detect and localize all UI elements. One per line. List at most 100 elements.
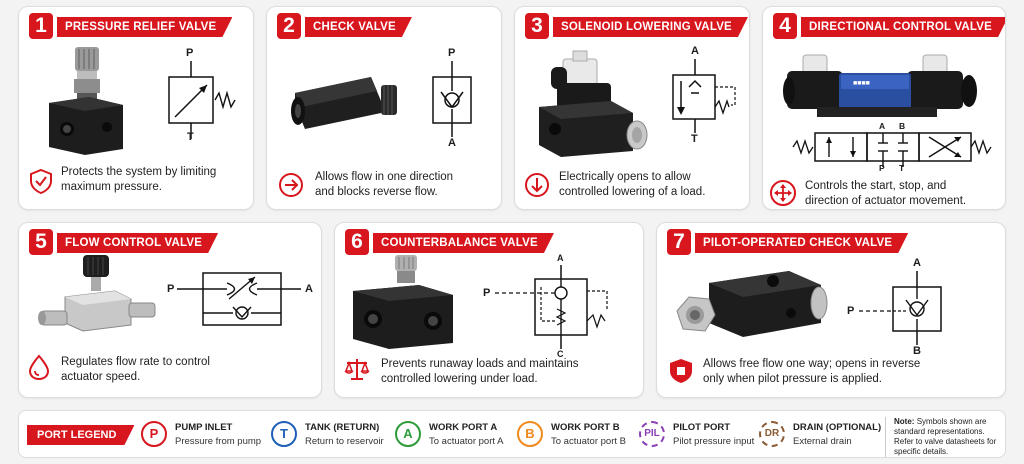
desc-line-2: controlled lowering under load. <box>381 373 538 385</box>
desc-line-1: Allows flow in one direction <box>315 171 454 183</box>
pilot-check-valve-image <box>676 271 828 337</box>
flow-control-valve-image <box>38 255 156 332</box>
legend-item-sub: To actuator port A <box>429 436 504 447</box>
solenoid-lowering-symbol: A T <box>665 43 749 147</box>
pilot-port-icon: PIL <box>639 421 665 447</box>
shield-check-icon <box>30 168 52 195</box>
port-label-bottom: T <box>691 133 698 145</box>
note-label: Note: <box>894 417 915 426</box>
valve-number-badge: 6 <box>345 229 369 255</box>
legend-note: Note: Symbols shown are standard represe… <box>885 417 1001 457</box>
desc-line-2: and blocks reverse flow. <box>315 186 438 198</box>
legend-item-title: TANK (RETURN) <box>305 422 380 433</box>
desc-line-1: Prevents runaway loads and maintains <box>381 358 579 370</box>
port-label-top: P <box>186 47 194 59</box>
valve-number-badge: 3 <box>525 13 549 39</box>
desc-line-1: Allows free flow one way; opens in rever… <box>703 358 921 370</box>
flow-control-symbol: P A <box>167 265 317 331</box>
valve-number-badge: 7 <box>667 229 691 255</box>
drain-port-icon: DR <box>759 421 785 447</box>
port-label-t: T <box>899 163 905 173</box>
legend-item-title: WORK PORT B <box>551 422 620 433</box>
valve-title: CHECK VALVE <box>305 17 412 37</box>
legend-item-sub: To actuator port B <box>551 436 626 447</box>
port-label-top: A <box>557 253 564 263</box>
legend-item-sub: Pilot pressure input <box>673 436 755 447</box>
legend-item-sub: Return to reservoir <box>305 436 384 447</box>
port-label-bottom: A <box>448 137 456 149</box>
valve-description: Regulates flow rate to control actuator … <box>61 355 311 385</box>
port-label-top: P <box>448 47 456 59</box>
droplet-icon <box>28 354 50 381</box>
valve-card-counterbalance: 6 COUNTERBALANCE VALVE A P C <box>334 222 644 398</box>
desc-line-1: Controls the start, stop, and <box>805 180 947 192</box>
valve-title: PRESSURE RELIEF VALVE <box>57 17 232 37</box>
port-label-bottom: C <box>557 349 564 359</box>
move-arrows-icon <box>770 180 796 206</box>
desc-line-1: Regulates flow rate to control <box>61 356 210 368</box>
directional-valve-image: ■■■■ <box>783 54 977 117</box>
valve-card-directional-control: 4 DIRECTIONAL CONTROL VALVE ■■■■ <box>762 6 1006 210</box>
work-a-port-icon: A <box>395 421 421 447</box>
valve-title: COUNTERBALANCE VALVE <box>373 233 554 253</box>
legend-label: PORT LEGEND <box>27 425 134 445</box>
port-label-p: P <box>879 163 885 173</box>
legend-item-title: WORK PORT A <box>429 422 498 433</box>
work-b-port-icon: B <box>517 421 543 447</box>
desc-line-2: maximum pressure. <box>61 181 162 193</box>
tank-port-icon: T <box>271 421 297 447</box>
valve-card-check: 2 CHECK VALVE P A Allows flow in one dir… <box>266 6 502 210</box>
desc-line-1: Protects the system by limiting <box>61 166 217 178</box>
valve-description: Allows free flow one way; opens in rever… <box>703 357 1003 387</box>
pressure-relief-valve-image <box>49 47 123 155</box>
valve-card-solenoid-lowering: 3 SOLENOID LOWERING VALVE A T El <box>514 6 750 210</box>
desc-line-2: controlled lowering of a load. <box>559 186 706 198</box>
legend-item-sub: External drain <box>793 436 852 447</box>
desc-line-2: only when pilot pressure is applied. <box>703 373 882 385</box>
legend-item-title: PUMP INLET <box>175 422 233 433</box>
arrow-right-circle-icon <box>279 173 303 197</box>
valve-title: FLOW CONTROL VALVE <box>57 233 218 253</box>
valve-description: Controls the start, stop, and direction … <box>805 179 1003 209</box>
port-label-bottom: T <box>187 131 194 143</box>
port-legend: PORT LEGEND P PUMP INLET Pressure from p… <box>18 410 1006 458</box>
port-label-top: A <box>913 257 921 269</box>
check-valve-image <box>291 77 397 129</box>
valve-description: Electrically opens to allow controlled l… <box>559 170 745 200</box>
counterbalance-symbol: A P C <box>481 251 641 361</box>
valve-title: PILOT-OPERATED CHECK VALVE <box>695 233 908 253</box>
desc-line-1: Electrically opens to allow <box>559 171 691 183</box>
legend-item-title: PILOT PORT <box>673 422 730 433</box>
valve-card-pressure-relief: 1 PRESSURE RELIEF VALVE P T Protects the… <box>18 6 254 210</box>
shield-stop-icon <box>670 359 692 383</box>
valve-description: Prevents runaway loads and maintains con… <box>381 357 641 387</box>
valve-title: SOLENOID LOWERING VALVE <box>553 17 748 37</box>
desc-line-2: direction of actuator movement. <box>805 195 967 207</box>
legend-item-sub: Pressure from pump <box>175 436 262 447</box>
port-label-b: B <box>899 121 906 131</box>
valve-card-pilot-operated-check: 7 PILOT-OPERATED CHECK VALVE A P B All <box>656 222 1006 398</box>
valve-number-badge: 5 <box>29 229 53 255</box>
pump-port-icon: P <box>141 421 167 447</box>
scale-icon <box>344 359 370 380</box>
check-valve-symbol: P A <box>427 47 497 149</box>
valve-title: DIRECTIONAL CONTROL VALVE <box>801 17 1006 37</box>
valve-description: Allows flow in one direction and blocks … <box>315 170 495 200</box>
note-text: Symbols shown are standard representatio… <box>894 417 997 456</box>
port-label-right: A <box>305 283 313 295</box>
counterbalance-valve-image <box>353 255 453 349</box>
directional-control-symbol: A B P T <box>791 121 995 173</box>
port-label-bottom: B <box>913 345 921 357</box>
svg-text:■■■■: ■■■■ <box>853 80 870 87</box>
port-label-top: A <box>691 45 699 57</box>
desc-line-2: actuator speed. <box>61 371 141 383</box>
arrow-down-circle-icon <box>525 173 549 197</box>
legend-item-title: DRAIN (OPTIONAL) <box>793 422 882 433</box>
solenoid-valve-image <box>539 50 648 157</box>
port-label-a: A <box>879 121 886 131</box>
port-label-left: P <box>847 305 855 317</box>
valve-number-badge: 1 <box>29 13 53 39</box>
port-label-left: P <box>483 287 491 299</box>
valve-description: Protects the system by limiting maximum … <box>61 165 251 195</box>
valve-number-badge: 2 <box>277 13 301 39</box>
